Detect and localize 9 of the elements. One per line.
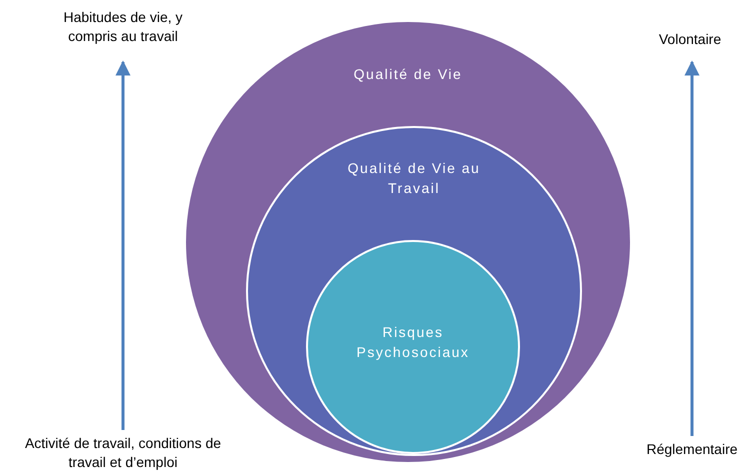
axis-label: Habitudes de vie, y compris au travail bbox=[48, 8, 198, 52]
circle-label: Risques Psychosociaux bbox=[356, 323, 470, 362]
circle-label: Qualité de Vie au Travail bbox=[346, 159, 482, 198]
axis-label: Volontaire bbox=[630, 30, 750, 52]
axis-label: Réglementaire bbox=[632, 440, 752, 462]
circle-label: Qualité de Vie bbox=[352, 65, 464, 84]
arrow bbox=[684, 60, 700, 436]
axis-label: Activité de travail, conditions de travail et d’emploi bbox=[12, 434, 234, 473]
arrow bbox=[116, 60, 130, 430]
